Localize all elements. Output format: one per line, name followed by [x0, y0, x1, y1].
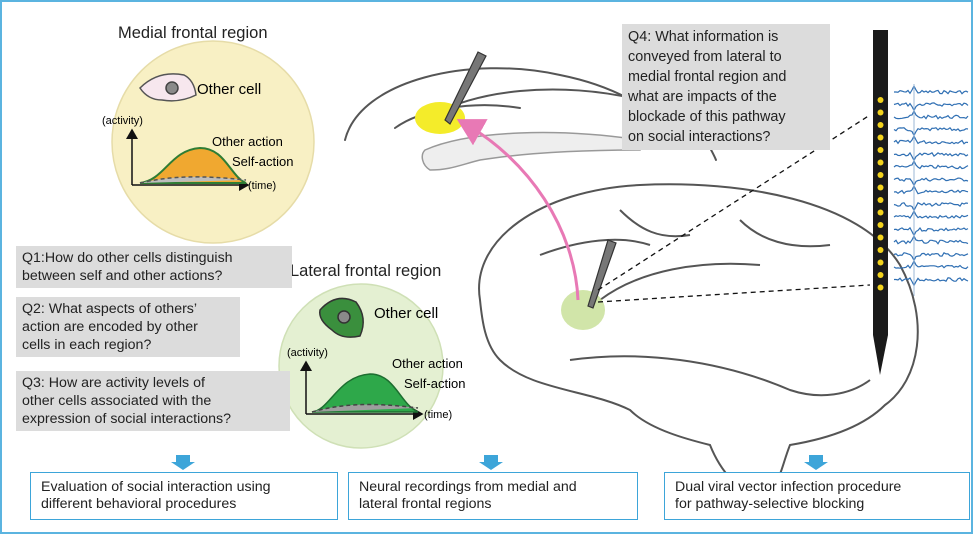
neural-traces: [893, 84, 969, 296]
electrode-contact: [877, 159, 884, 166]
electrode-contact: [877, 147, 884, 153]
electrode-contact: [877, 109, 884, 116]
lateral-self-action-label: Self-action: [404, 376, 465, 391]
pathway-arrow: [456, 119, 580, 301]
neural-trace: [894, 84, 969, 95]
electrode-contact: [877, 97, 884, 103]
medial-region-title: Medial frontal region: [118, 24, 268, 42]
lateral-time-label: (time): [424, 409, 452, 421]
neural-trace: [893, 202, 969, 212]
question-4: Q4: What information is conveyed from la…: [622, 24, 830, 150]
method-box-recordings: Neural recordings from medial and latera…: [348, 472, 638, 520]
question-3-line-3: expression of social interactions?: [22, 411, 231, 427]
method-2-line-2: lateral frontal regions: [359, 496, 492, 512]
lateral-injection-needle: [587, 239, 617, 309]
electrode-contact: [877, 222, 884, 228]
electrode-contact: [877, 284, 884, 291]
lateral-target-spot: [561, 290, 605, 330]
lateral-region-title: Lateral frontal region: [290, 262, 442, 280]
medial-activity-label: (activity): [102, 115, 143, 127]
medial-self-action-label: Self-action: [232, 154, 293, 169]
question-1: Q1:How do other cells distinguish betwee…: [16, 246, 292, 288]
corpus-callosum: [421, 131, 641, 171]
neural-trace: [893, 126, 969, 137]
electrode-contact: [877, 172, 884, 178]
medial-plot: [126, 128, 250, 191]
question-4-line-2: conveyed from lateral to: [628, 49, 782, 65]
method-1-line-1: Evaluation of social interaction using: [41, 479, 271, 495]
electrode-contact: [877, 184, 884, 191]
electrode-contact: [877, 234, 884, 241]
electrode-contact: [877, 197, 884, 203]
question-2-line-3: cells in each region?: [22, 337, 152, 353]
lateral-brain: [478, 183, 919, 497]
method-box-viral-vector: Dual viral vector infection procedure fo…: [664, 472, 970, 520]
neural-trace: [893, 259, 969, 270]
question-3-line-2: other cells associated with the: [22, 393, 212, 409]
neural-trace: [893, 134, 969, 145]
neural-trace: [893, 226, 969, 237]
medial-cell-label: Other cell: [197, 81, 261, 98]
medial-injection-needle: [444, 51, 487, 125]
down-arrow-3: [804, 455, 828, 470]
question-4-line-1: Q4: What information is: [628, 29, 779, 45]
question-3: Q3: How are activity levels of other cel…: [16, 371, 290, 431]
lateral-cell-icon: [319, 297, 364, 338]
neural-trace: [893, 177, 969, 187]
neural-trace: [893, 184, 969, 195]
method-box-behavior: Evaluation of social interaction using d…: [30, 472, 338, 520]
medial-cell-icon: [139, 73, 197, 102]
lateral-activity-label: (activity): [287, 347, 328, 359]
lateral-cell-label: Other cell: [374, 305, 438, 322]
question-1-line-2: between self and other actions?: [22, 268, 223, 284]
neural-trace: [893, 159, 969, 170]
electrode-contact: [877, 272, 884, 278]
question-4-line-5: blockade of this pathway: [628, 109, 786, 125]
question-4-line-6: on social interactions?: [628, 129, 771, 145]
electrode-contact: [877, 259, 884, 266]
neural-trace: [894, 277, 969, 287]
electrode-contact: [877, 134, 884, 141]
question-2-line-2: action are encoded by other: [22, 319, 198, 335]
lateral-plot: [300, 360, 424, 420]
electrode-contact: [877, 247, 884, 253]
neural-trace: [893, 209, 969, 220]
zoom-line-bottom: [597, 284, 871, 303]
method-2-line-1: Neural recordings from medial and: [359, 479, 577, 495]
question-4-line-3: medial frontal region and: [628, 69, 787, 85]
method-3-line-2: for pathway-selective blocking: [675, 496, 865, 512]
electrode-contact: [877, 209, 884, 216]
method-1-line-2: different behavioral procedures: [41, 496, 237, 512]
neural-trace: [893, 109, 969, 120]
method-3-line-1: Dual viral vector infection procedure: [675, 479, 902, 495]
down-arrow-2: [479, 455, 503, 470]
medial-time-label: (time): [248, 180, 276, 192]
electrode-contact: [877, 122, 884, 128]
question-4-line-4: what are impacts of the: [628, 89, 777, 105]
lateral-other-action-label: Other action: [392, 356, 463, 371]
question-1-line-1: Q1:How do other cells distinguish: [22, 250, 233, 266]
question-2: Q2: What aspects of others’ action are e…: [16, 297, 240, 357]
down-arrow-1: [171, 455, 195, 470]
question-2-line-1: Q2: What aspects of others’: [22, 301, 198, 317]
neural-trace: [893, 251, 969, 262]
medial-other-action-label: Other action: [212, 134, 283, 149]
question-3-line-1: Q3: How are activity levels of: [22, 375, 205, 391]
neural-trace: [893, 102, 969, 112]
neural-trace: [893, 151, 969, 162]
neural-trace: [893, 234, 969, 245]
